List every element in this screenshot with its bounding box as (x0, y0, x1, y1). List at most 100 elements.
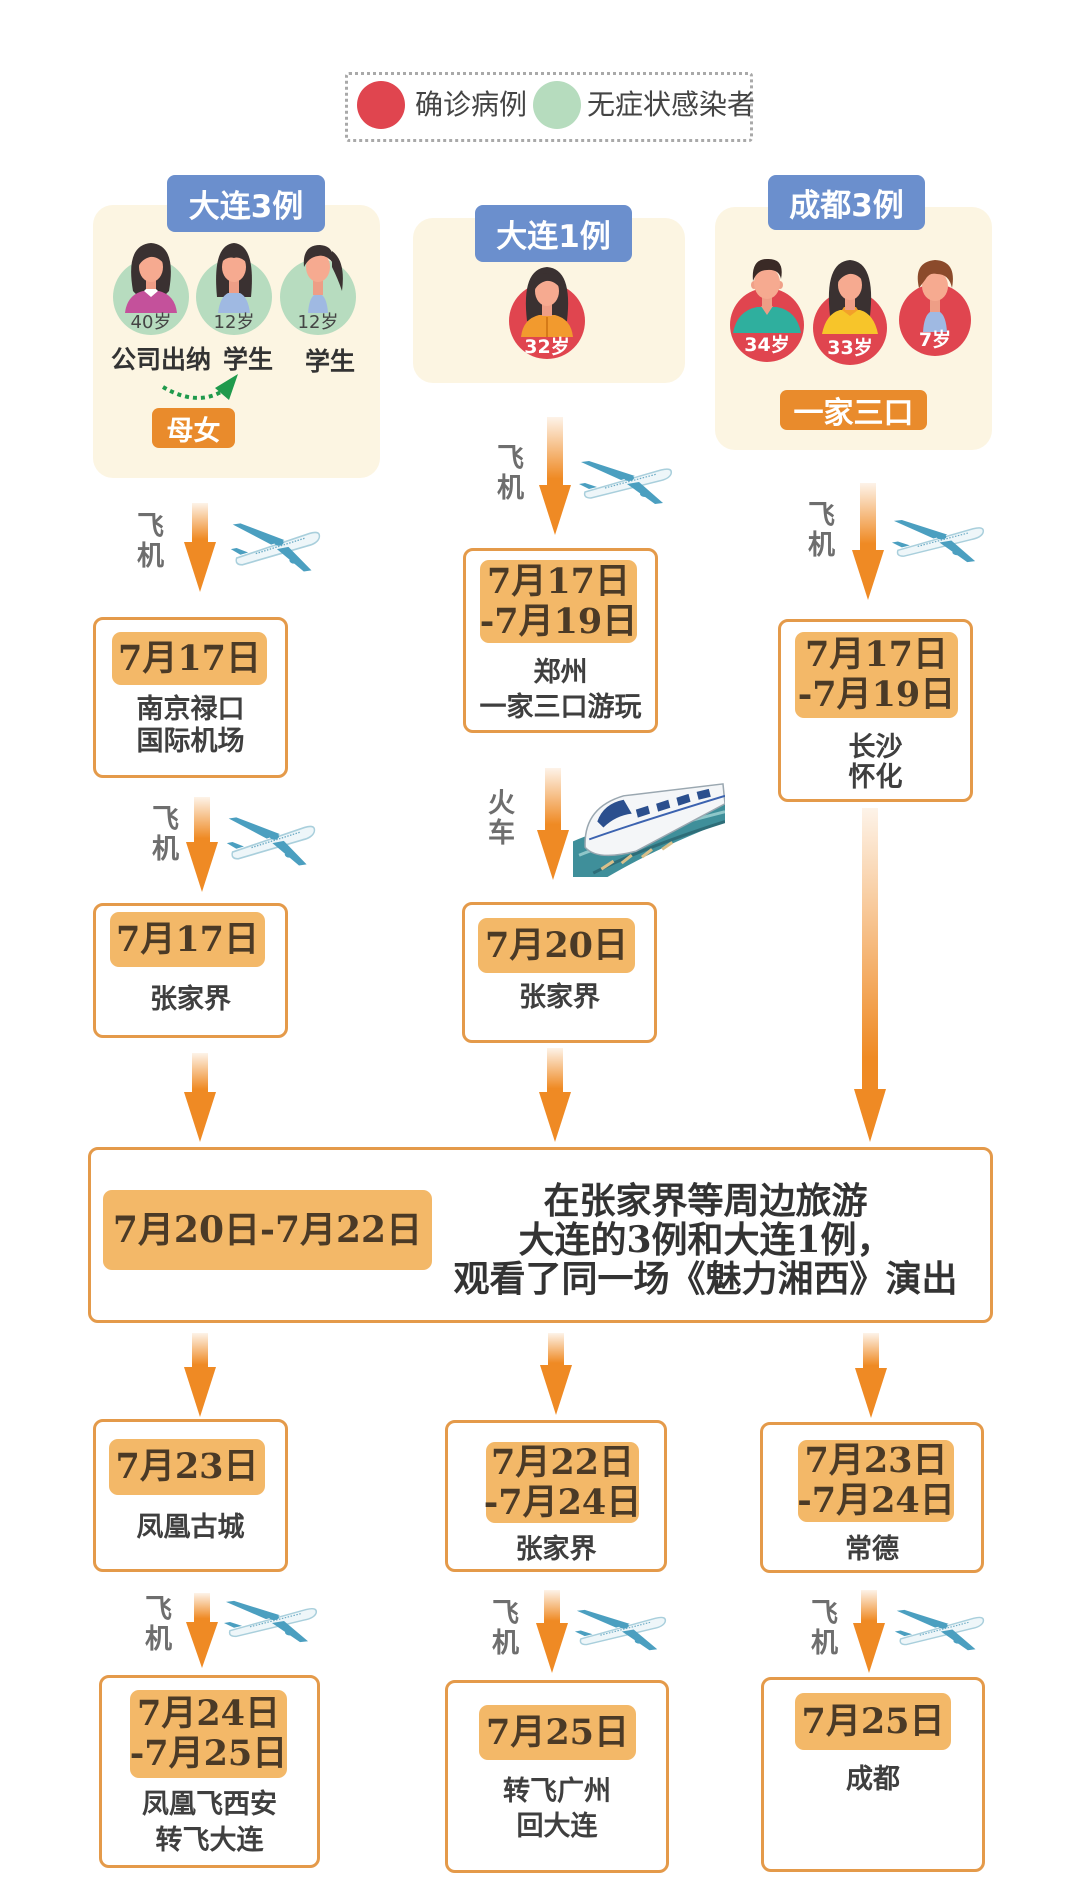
place-text: 张家界 (465, 982, 654, 1014)
date-pill: 7月17日 (110, 912, 265, 967)
flow-arrow-icon (186, 1593, 218, 1668)
person-avatar-child: 7岁 (895, 244, 975, 360)
flow-arrow-icon (537, 768, 569, 880)
place-line: 郑州 (533, 657, 588, 688)
airplane-icon (227, 520, 323, 576)
timeline-box-middle-2: 7月20日 张家界 (462, 902, 657, 1043)
timeline-box-left-2: 7月17日 张家界 (93, 903, 288, 1038)
place-line: 成都 (846, 1764, 900, 1795)
relation-badge-family: 一家三口 (780, 390, 927, 431)
place-text: 郑州 一家三口游玩 (466, 655, 655, 725)
place-text: 长沙 怀化 (781, 733, 970, 793)
flow-arrow-icon (184, 1333, 216, 1417)
high-speed-train-icon (573, 778, 725, 877)
flow-arrow-icon (855, 1333, 887, 1418)
age-label: 12岁 (213, 312, 255, 333)
timeline-box-left-4: 7月24日 -7月25日 凤凰飞西安 转飞大连 (99, 1675, 320, 1868)
place-text: 凤凰飞西安 转飞大连 (102, 1787, 317, 1859)
date-line: 7月17日 (804, 634, 949, 675)
place-line: 转飞广州 (503, 1776, 611, 1807)
age-label: 40岁 (130, 312, 172, 333)
region-badge-dalian1: 大连1例 (475, 205, 632, 262)
flow-arrow-icon (536, 1590, 568, 1673)
boy-avatar-icon (899, 260, 971, 356)
age-label: 32岁 (524, 336, 570, 358)
place-line: 怀化 (848, 762, 903, 793)
ponytail-girl-avatar-icon (280, 245, 356, 335)
description-line: 大连的3例和大连1例， (518, 1219, 893, 1261)
place-line: 张家界 (515, 1534, 597, 1565)
place-line: 转飞大连 (155, 1825, 264, 1856)
place-line: 南京禄口 (136, 694, 245, 725)
airplane-icon (571, 1607, 669, 1654)
transport-label-train: 火车 (483, 788, 514, 848)
age-label: 7岁 (918, 329, 952, 351)
flow-arrow-icon (853, 1590, 885, 1673)
place-text: 张家界 (96, 984, 285, 1016)
place-line: 回大连 (516, 1811, 598, 1842)
timeline-box-middle-4: 7月25日 转飞广州 回大连 (445, 1680, 669, 1873)
age-label: 34岁 (744, 334, 790, 356)
date-line: 7月20日 (484, 924, 629, 966)
person-avatar-mother: 40岁 (111, 227, 191, 337)
flow-arrow-icon (539, 1048, 571, 1142)
airplane-icon (888, 517, 987, 566)
date-pill: 7月23日 -7月24日 (797, 1440, 955, 1522)
transport-label-plane: 飞机 (147, 804, 178, 864)
date-line: 7月25日 (801, 1700, 945, 1742)
transport-label-plane: 飞机 (492, 443, 523, 503)
timeline-box-right-3: 7月25日 成都 (761, 1677, 985, 1872)
timeline-box-left-3: 7月23日 凤凰古城 (93, 1419, 288, 1572)
place-text: 南京禄口 国际机场 (96, 694, 285, 758)
date-line: -7月24日 (483, 1481, 642, 1523)
place-text: 张家界 (448, 1534, 664, 1566)
date-pill: 7月25日 (795, 1693, 951, 1750)
date-line: -7月19日 (797, 674, 956, 715)
man-avatar-icon (730, 258, 804, 362)
role-label: 公司出纳 (110, 345, 211, 374)
place-line: 一家三口游玩 (479, 692, 642, 723)
date-pill: 7月23日 (109, 1439, 265, 1495)
date-line: 7月17日 (115, 918, 260, 960)
shared-event-description: 在张家界等周边旅游 大连的3例和大连1例， 观看了同一场《魅力湘西》演出 (428, 1182, 983, 1299)
asymptomatic-legend-dot-icon (533, 81, 581, 129)
place-line: 张家界 (150, 984, 231, 1015)
region-badge-chengdu3: 成都3例 (768, 175, 925, 230)
date-line: 7月24日 (136, 1693, 281, 1734)
person-avatar-father: 34岁 (727, 249, 807, 365)
place-text: 成都 (764, 1764, 982, 1796)
date-pill: 7月17日 -7月19日 (795, 632, 958, 718)
date-line: -7月25日 (129, 1733, 288, 1774)
relation-badge-mother-daughter: 母女 (152, 408, 235, 448)
flow-arrow-icon (184, 503, 216, 592)
place-line: 凤凰古城 (136, 1512, 245, 1543)
shared-event-box: 7月20日-7月22日 在张家界等周边旅游 大连的3例和大连1例， 观看了同一场… (88, 1147, 993, 1323)
person-avatar-daughter: 12岁 (194, 227, 274, 337)
girl-avatar-icon (196, 243, 272, 335)
role-label: 学生 (304, 347, 355, 376)
woman-avatar-icon (813, 260, 887, 365)
place-line: 凤凰飞西安 (142, 1789, 277, 1820)
confirmed-legend-dot-icon (357, 81, 405, 129)
woman-avatar-icon (509, 267, 585, 359)
date-line: 7月17日 (117, 637, 262, 679)
transport-label-plane: 飞机 (487, 1598, 518, 1658)
airplane-icon (891, 1607, 987, 1654)
place-text: 凤凰古城 (96, 1512, 285, 1544)
date-pill: 7月17日 (112, 632, 267, 685)
flow-arrow-icon (540, 1333, 572, 1415)
person-avatar-student: 12岁 (278, 227, 358, 337)
legend (345, 72, 753, 142)
timeline-box-right-2: 7月23日 -7月24日 常德 (760, 1422, 984, 1573)
legend-label-confirmed: 确诊病例 (415, 88, 528, 121)
person-avatar-mother-chengdu: 33岁 (810, 252, 890, 368)
description-line: 观看了同一场《魅力湘西》演出 (453, 1258, 958, 1300)
place-text: 转飞广州 回大连 (448, 1774, 666, 1844)
date-line: 7月17日 (486, 560, 631, 602)
airplane-icon (575, 458, 675, 508)
flow-arrow-icon (852, 483, 884, 600)
date-pill: 7月20日 (478, 918, 635, 973)
person-avatar-dalian1: 32岁 (507, 251, 587, 361)
place-line: 张家界 (519, 982, 600, 1013)
